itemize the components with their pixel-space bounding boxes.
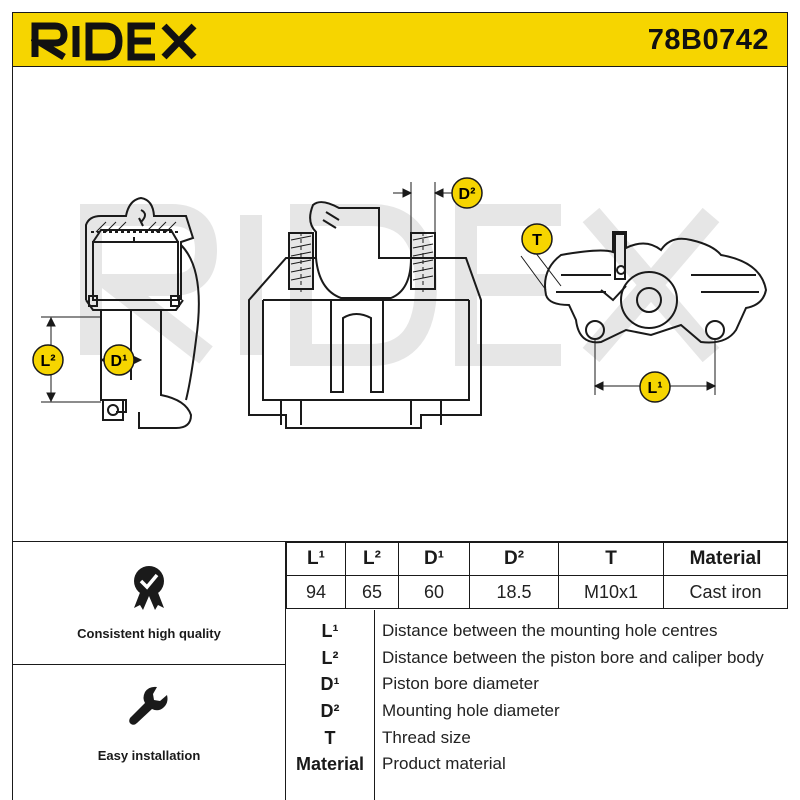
feature-quality-label: Consistent high quality <box>77 626 221 641</box>
legend-key: D¹ <box>320 674 340 694</box>
legend-desc: Piston bore diameter <box>382 674 539 693</box>
legend-key: L² <box>321 648 339 668</box>
diagram-area: L² D¹ <box>12 67 788 542</box>
legend-key: L¹ <box>321 621 339 641</box>
legend: L¹ Distance between the mounting hole ce… <box>286 610 788 800</box>
watermark-logo-icon <box>80 204 720 366</box>
svg-text:T: T <box>532 232 542 249</box>
spec-header-row: L¹ L² D¹ D² T Material <box>286 542 788 576</box>
caliper-rear-view <box>544 231 768 344</box>
legend-key: D² <box>320 701 340 721</box>
spec-header-l1: L¹ <box>286 542 346 576</box>
feature-install: Easy installation <box>13 664 285 800</box>
spec-header-t: T <box>558 542 664 576</box>
spec-header-l2: L² <box>345 542 399 576</box>
wrench-icon <box>129 686 168 725</box>
spec-value-l2: 65 <box>345 575 399 609</box>
part-number: 78B0742 <box>647 24 769 56</box>
header-bar: 78B0742 <box>12 12 788 67</box>
dimension-label-l1: L¹ <box>639 371 671 403</box>
legend-row: Material Product material <box>286 751 788 777</box>
legend-row: L² Distance between the piston bore and … <box>286 645 788 671</box>
legend-divider <box>374 610 375 800</box>
spec-value-t: M10x1 <box>558 575 664 609</box>
legend-desc: Product material <box>382 754 506 773</box>
spec-value-material: Cast iron <box>663 575 788 609</box>
spec-header-d1: D¹ <box>398 542 470 576</box>
brake-caliper-drawing: L² D¹ <box>32 177 768 429</box>
dimension-label-t: T <box>521 223 553 255</box>
svg-text:D²: D² <box>459 186 476 203</box>
legend-desc: Distance between the mounting hole centr… <box>382 621 718 640</box>
badge-check-icon <box>134 566 164 610</box>
spec-value-d1: 60 <box>398 575 470 609</box>
legend-row: D¹ Piston bore diameter <box>286 671 788 697</box>
legend-row: D² Mounting hole diameter <box>286 698 788 724</box>
spec-header-d2: D² <box>469 542 559 576</box>
feature-quality: Consistent high quality <box>13 542 285 665</box>
legend-desc: Thread size <box>382 728 471 747</box>
caliper-front-view <box>248 201 482 429</box>
svg-text:D¹: D¹ <box>111 353 128 370</box>
svg-text:L²: L² <box>40 353 55 370</box>
legend-desc: Distance between the piston bore and cal… <box>382 648 764 667</box>
ridex-logo-icon <box>28 22 197 61</box>
dimension-label-d1: D¹ <box>103 344 135 376</box>
legend-key: Material <box>295 754 365 774</box>
legend-key: T <box>324 728 336 748</box>
spec-value-row: 94 65 60 18.5 M10x1 Cast iron <box>286 575 788 609</box>
spec-header-material: Material <box>663 542 788 576</box>
spec-value-l1: 94 <box>286 575 346 609</box>
legend-row: T Thread size <box>286 725 788 751</box>
spec-table: L¹ L² D¹ D² T Material 94 65 60 18.5 M10… <box>286 542 788 609</box>
legend-row: L¹ Distance between the mounting hole ce… <box>286 618 788 644</box>
legend-desc: Mounting hole diameter <box>382 701 560 720</box>
spec-value-d2: 18.5 <box>469 575 559 609</box>
features-panel: Consistent high quality Easy installatio… <box>12 542 286 800</box>
feature-install-label: Easy installation <box>97 748 201 763</box>
dimension-label-l2: L² <box>32 344 64 376</box>
brand-logo <box>28 19 201 66</box>
dimension-label-d2: D² <box>451 177 483 209</box>
svg-text:L¹: L¹ <box>647 380 662 397</box>
